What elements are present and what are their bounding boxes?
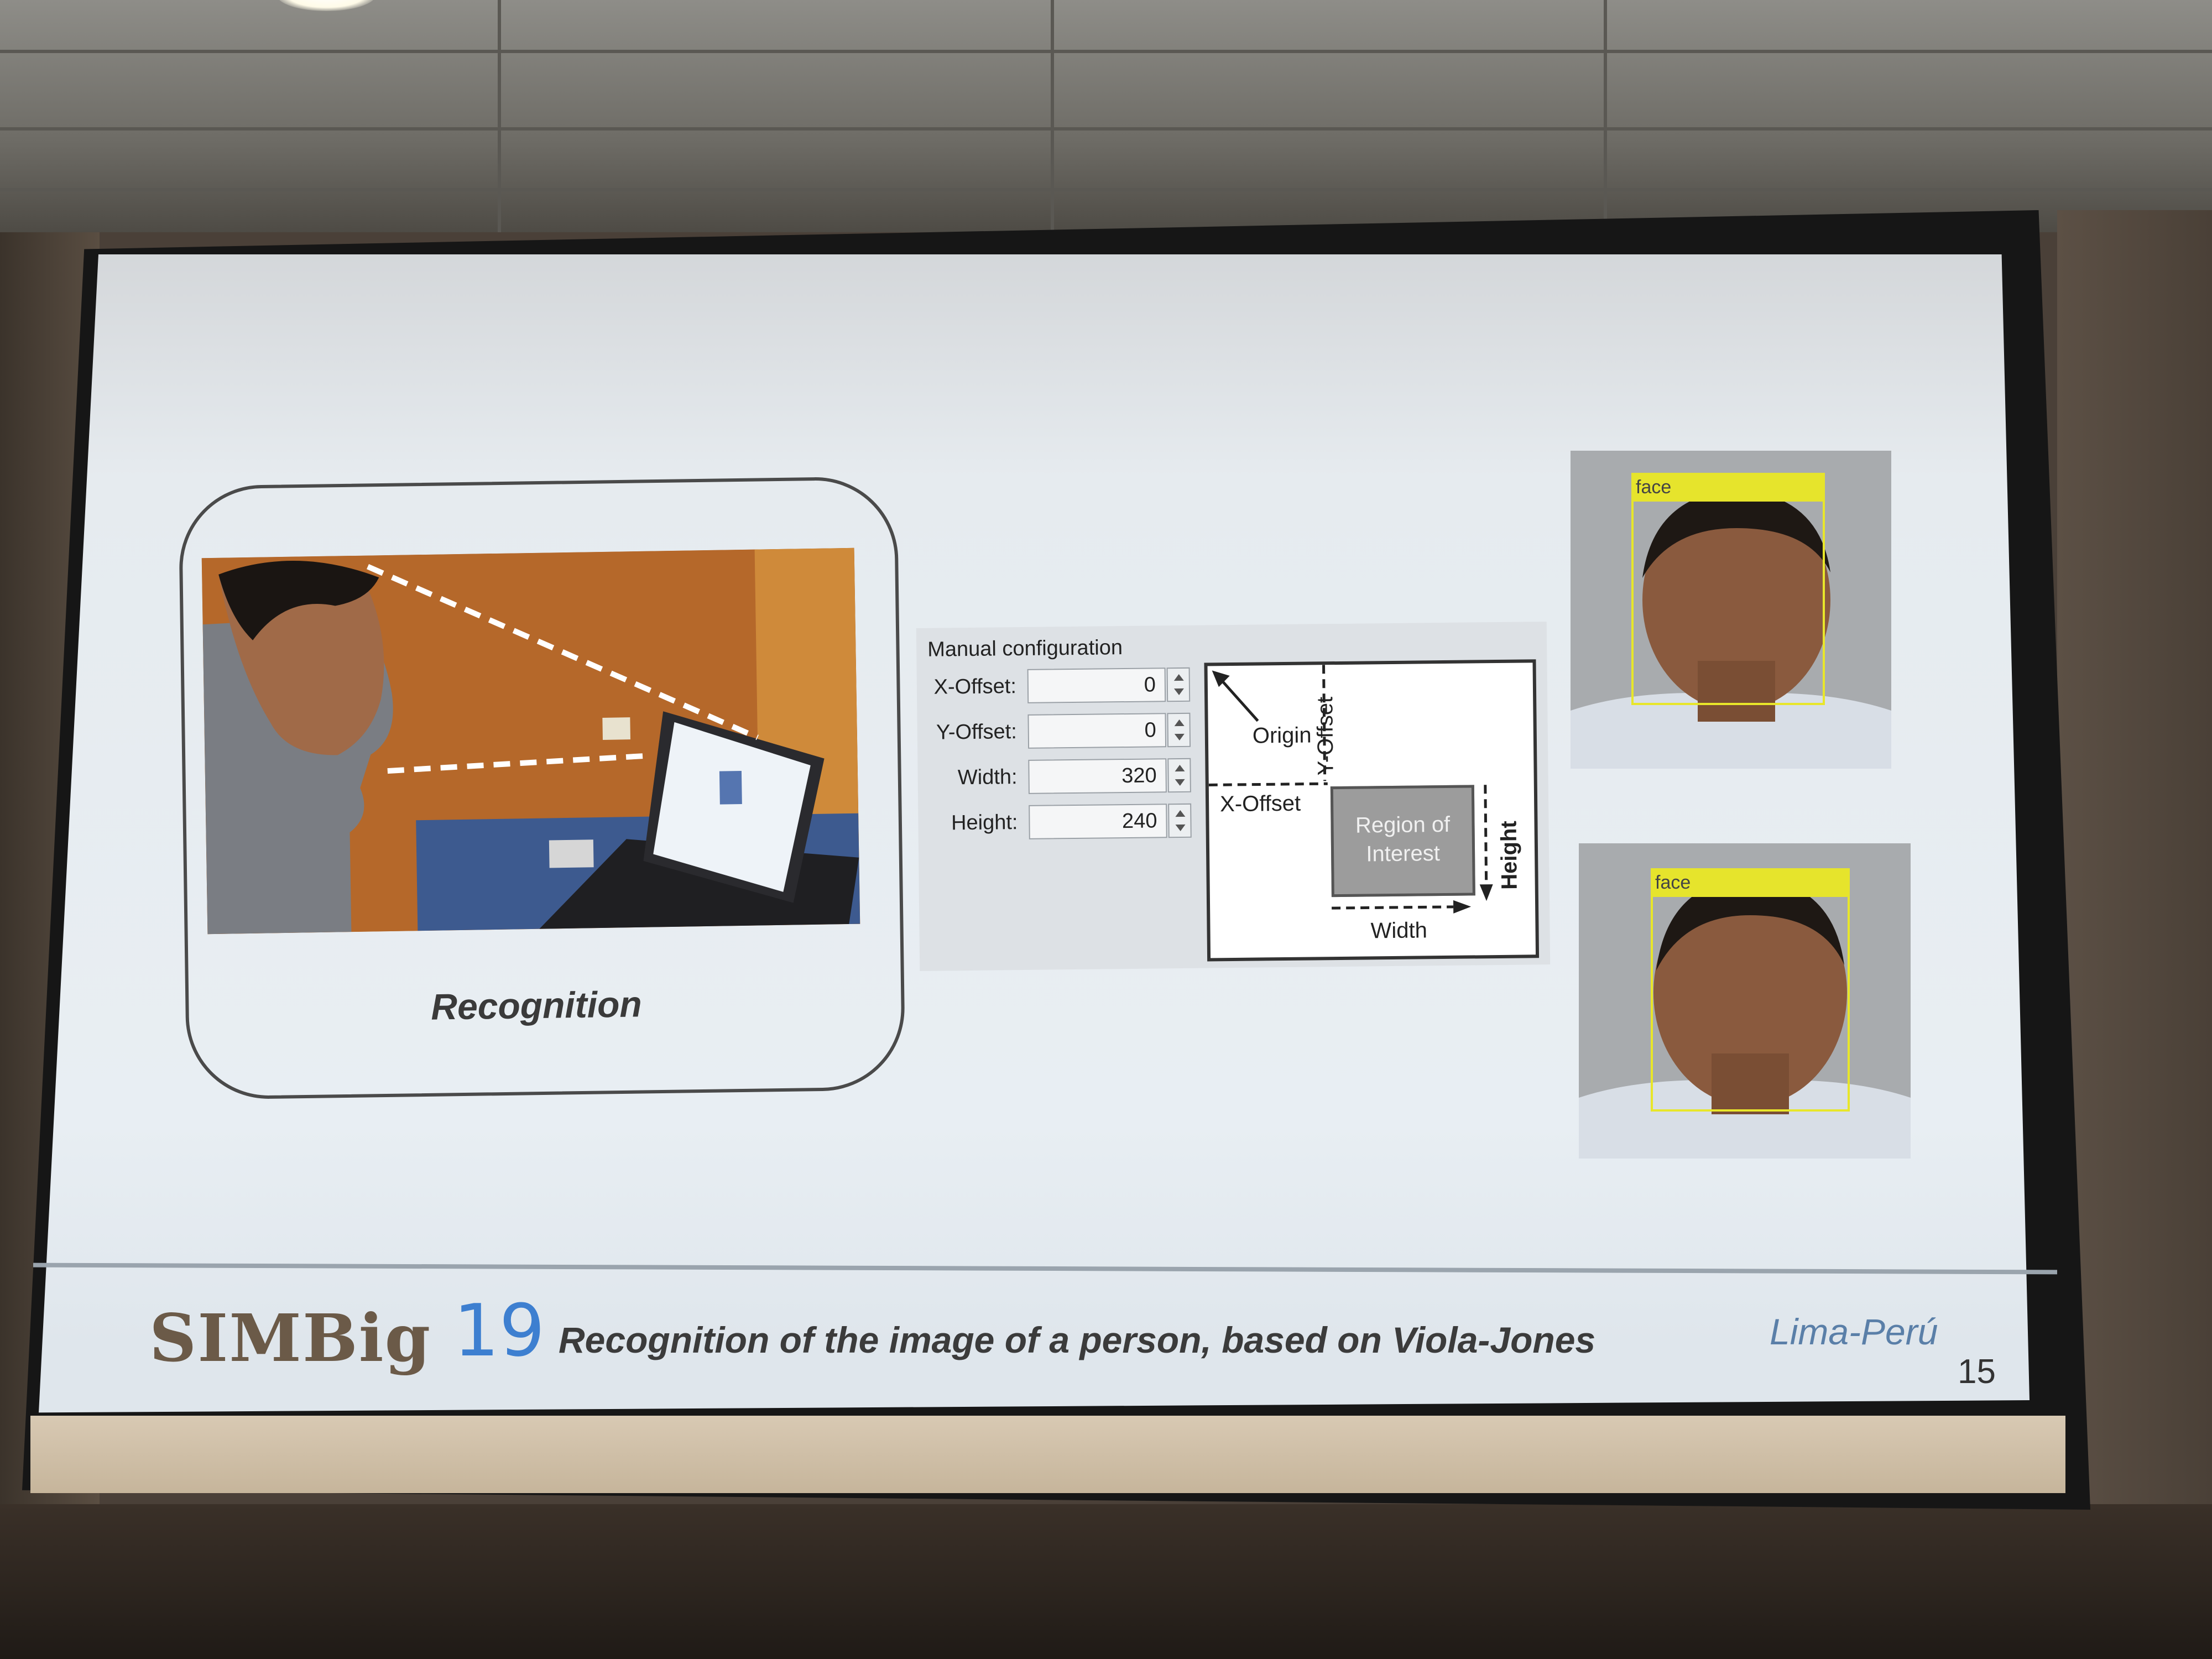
spin-up-icon[interactable]: [1174, 719, 1185, 727]
height-label: Height:: [951, 811, 1018, 835]
spin-up-icon[interactable]: [1175, 764, 1185, 772]
roi-diagram: Origin Y-Offset X-Offset Region of Inter…: [1204, 659, 1540, 962]
face-illustration: [1571, 451, 1891, 769]
face-photo-1: face: [1571, 451, 1891, 769]
scene-illustration: [201, 547, 860, 935]
width-spinner[interactable]: [1167, 758, 1191, 793]
height-input[interactable]: 240: [1029, 804, 1167, 839]
y-offset-input[interactable]: 0: [1027, 713, 1167, 749]
width-input[interactable]: 320: [1028, 758, 1167, 794]
y-offset-axis-label: Y-Offset: [1313, 696, 1338, 776]
x-offset-label: X-Offset:: [933, 675, 1017, 699]
spin-down-icon[interactable]: [1173, 688, 1185, 696]
recognition-caption: Recognition: [430, 983, 643, 1027]
height-axis-label: Height: [1496, 821, 1522, 890]
x-offset-axis-label: X-Offset: [1219, 791, 1301, 817]
y-offset-spinner[interactable]: [1167, 712, 1191, 748]
slide-title: Recognition of the image of a person, ba…: [559, 1319, 1596, 1360]
ceiling-grid-line: [0, 127, 2212, 131]
face-detection-box: [1651, 868, 1850, 1112]
dialog-title: Manual configuration: [927, 636, 1123, 661]
roi-label-line1: Region of: [1355, 812, 1451, 838]
scene-photo: [201, 547, 860, 935]
spin-down-icon[interactable]: [1175, 824, 1186, 832]
floor: [0, 1504, 2212, 1659]
ceiling-grid-line: [498, 0, 501, 232]
face-photo-2: face: [1579, 843, 1911, 1159]
face-detection-label: face: [1651, 868, 1850, 897]
roi-label-line2: Interest: [1366, 841, 1441, 867]
page-number: 15: [1958, 1353, 1996, 1391]
origin-label: Origin: [1252, 723, 1312, 748]
ceiling-light: [276, 0, 376, 11]
face-detection-label: face: [1631, 473, 1825, 502]
roi-arrows: [1208, 665, 1493, 914]
location-label: Lima-Perú: [1770, 1311, 1938, 1352]
wall-right: [2057, 210, 2212, 1504]
ceiling-grid-line: [1051, 0, 1054, 232]
face-detection-box: [1631, 473, 1825, 705]
spin-up-icon[interactable]: [1173, 674, 1184, 681]
width-axis-label: Width: [1370, 918, 1428, 943]
spin-down-icon[interactable]: [1175, 779, 1185, 786]
spin-up-icon[interactable]: [1175, 810, 1186, 817]
ceiling: [0, 0, 2212, 232]
manual-configuration-dialog: Manual configuration X-Offset: 0 Y-Offse…: [916, 622, 1551, 971]
spin-down-icon[interactable]: [1174, 733, 1185, 741]
region-of-interest: Region of Interest: [1330, 785, 1475, 898]
x-offset-input[interactable]: 0: [1027, 667, 1166, 703]
ceiling-grid-line: [0, 50, 2212, 53]
screen-lower-edge: [30, 1416, 2065, 1493]
width-label: Width:: [957, 765, 1018, 790]
brand-logo-text: SIMBig: [149, 1300, 432, 1376]
y-offset-label: Y-Offset:: [936, 720, 1017, 744]
ceiling-grid-line: [1604, 0, 1607, 232]
height-spinner[interactable]: [1168, 803, 1192, 838]
brand-logo-number: 19: [453, 1288, 545, 1373]
ceiling-grid-line: [0, 188, 2212, 191]
x-offset-spinner[interactable]: [1166, 667, 1191, 702]
